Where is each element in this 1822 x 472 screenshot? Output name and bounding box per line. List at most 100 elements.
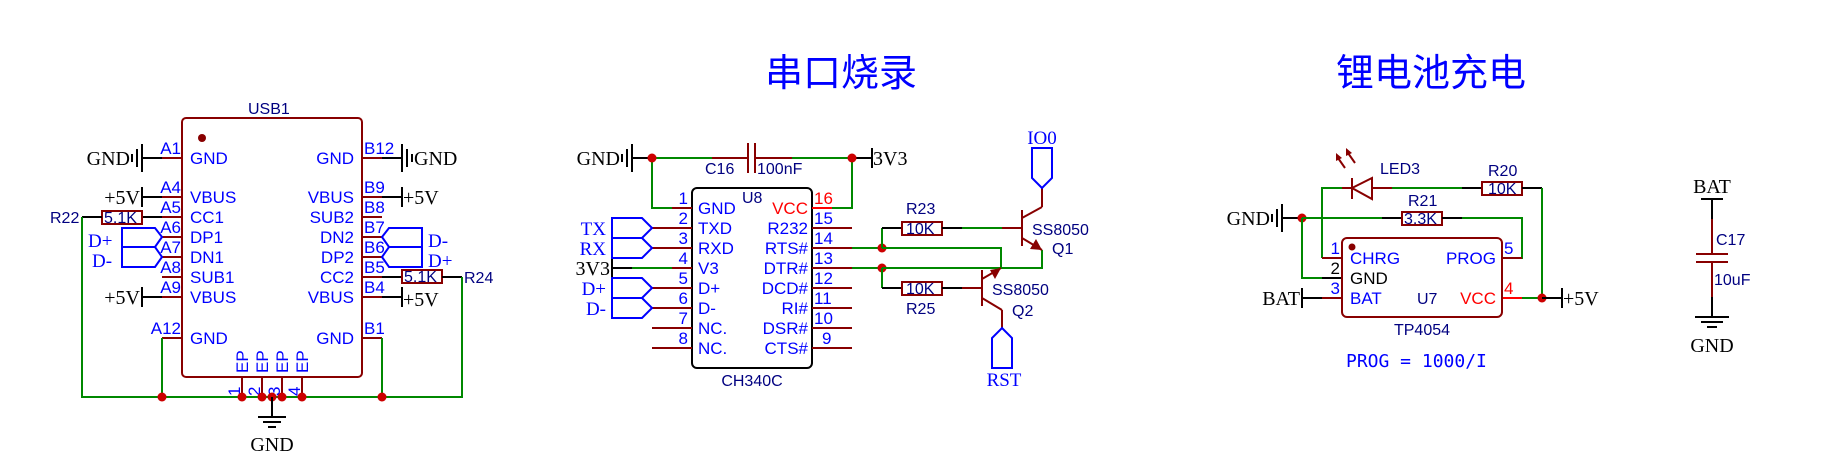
usb-connector: USB1 [50, 101, 493, 456]
pin1-marker [1348, 243, 1356, 251]
pin1-marker [198, 134, 206, 142]
prog-note: PROG = 1000/I [1346, 351, 1487, 372]
u7-ref: U7 [1417, 291, 1438, 308]
transistor-q1: SS8050 Q1 [1021, 188, 1089, 258]
pin-num: 4 [1504, 279, 1513, 298]
ep-name: EP [293, 350, 312, 373]
net-dp: D+ [88, 231, 112, 252]
pin-num: A4 [160, 178, 181, 197]
pin-name: GND [1350, 269, 1388, 288]
u7-part: TP4054 [1394, 322, 1450, 339]
pin-num: 5 [679, 269, 688, 288]
pin-num: B9 [364, 178, 385, 197]
pin-name: SUB1 [190, 268, 234, 287]
pin-name: DTR# [764, 259, 809, 278]
led3: LED3 [1336, 148, 1420, 201]
c17-value: 10uF [1714, 272, 1751, 289]
pin-num: 7 [679, 309, 688, 328]
pin-num: 3 [1331, 279, 1340, 298]
pin-num: 2 [1331, 259, 1340, 278]
net-bat: BAT [1262, 288, 1300, 310]
net-gnd: GND [1227, 208, 1270, 230]
u8-body [691, 187, 813, 369]
net-5v: +5V [403, 187, 439, 209]
io0-flag [1031, 147, 1053, 190]
bat-symbol: BAT [1262, 288, 1342, 310]
pin-name: D+ [698, 279, 720, 298]
pin-name: RTS# [765, 239, 809, 258]
ch340-section: GND C16 100nF 3V3 U8 CH340C [576, 128, 1089, 391]
transistor-q2: SS8050 Q2 [981, 267, 1049, 328]
usb-body [181, 117, 363, 378]
q2-part: SS8050 [992, 282, 1049, 299]
pin-name: DN2 [320, 228, 354, 247]
net-rst: RST [987, 370, 1022, 391]
pin-num: B5 [364, 258, 385, 277]
pin-num: B4 [364, 278, 385, 297]
u8-ref: U8 [742, 190, 763, 207]
ep-name: EP [233, 350, 252, 373]
net-gnd: GND [414, 148, 457, 170]
r25-ref: R25 [906, 301, 935, 318]
pin-name: GND [698, 199, 736, 218]
wire [651, 158, 672, 209]
v5-symbol: +5V [382, 287, 439, 311]
junction [847, 153, 857, 163]
pin-num: A6 [160, 218, 181, 237]
ep-num: 3 [265, 387, 284, 396]
r22-value: 5.1K [104, 210, 137, 227]
pin-num: 13 [814, 249, 833, 268]
c17-ref: C17 [1716, 232, 1745, 249]
ep-num: 2 [245, 387, 264, 396]
v5-symbol: +5V [104, 187, 162, 209]
pin-num: B8 [364, 198, 385, 217]
net-dn: D- [428, 231, 448, 252]
q1-ref: Q1 [1052, 241, 1073, 258]
pin-name: BAT [1350, 289, 1382, 308]
net-gnd: GND [250, 434, 293, 456]
r22-ref: R22 [50, 210, 79, 227]
usb-left-pin-lines [162, 157, 182, 339]
net-3v3: 3V3 [576, 258, 610, 280]
gnd-symbol: GND [250, 397, 294, 456]
pin-name: DN1 [190, 248, 224, 267]
v5-symbol: +5V [382, 187, 439, 209]
title-serial: 串口烧录 [765, 51, 917, 95]
resistor-r24: 5.1K R24 [382, 269, 493, 287]
q2-ref: Q2 [1012, 303, 1033, 320]
pin-num: 8 [679, 329, 688, 348]
led-ref: LED3 [1380, 161, 1420, 178]
pin-num: A7 [160, 238, 181, 257]
pin-name: DSR# [763, 319, 809, 338]
net-dp: D+ [428, 251, 452, 272]
wire [1522, 188, 1543, 299]
net-5v: +5V [403, 289, 439, 311]
pin-num: A5 [160, 198, 181, 217]
gnd-symbol: GND [1227, 204, 1302, 232]
net-gnd: GND [577, 148, 620, 170]
c16-ref: C16 [705, 161, 734, 178]
pin-num: 16 [814, 189, 833, 208]
r20-ref: R20 [1488, 163, 1517, 180]
u8-left-pin-lines [652, 207, 692, 349]
pin-num: 12 [814, 269, 833, 288]
net-3v3: 3V3 [873, 148, 907, 170]
pin-num: A8 [160, 258, 181, 277]
net-5v: +5V [104, 287, 140, 309]
rst-flag [991, 326, 1013, 369]
title-charger: 锂电池充电 [1336, 51, 1526, 95]
pin-name: CC1 [190, 208, 224, 227]
usb-ref: USB1 [248, 101, 290, 118]
pin-name: GND [316, 329, 354, 348]
pin-name: VBUS [308, 288, 354, 307]
pin-name: DCD# [762, 279, 809, 298]
net-flags-right: D- D+ [380, 227, 452, 272]
pin-num: A9 [160, 278, 181, 297]
ep-labels: EP EP EP EP 1 2 3 4 [225, 350, 312, 396]
gnd-symbol: GND [87, 144, 162, 172]
pin-name: VBUS [308, 188, 354, 207]
net-tx: TX [581, 219, 607, 240]
pin-name: CTS# [765, 339, 809, 358]
net-rx: RX [580, 239, 607, 260]
pin-num: 6 [679, 289, 688, 308]
